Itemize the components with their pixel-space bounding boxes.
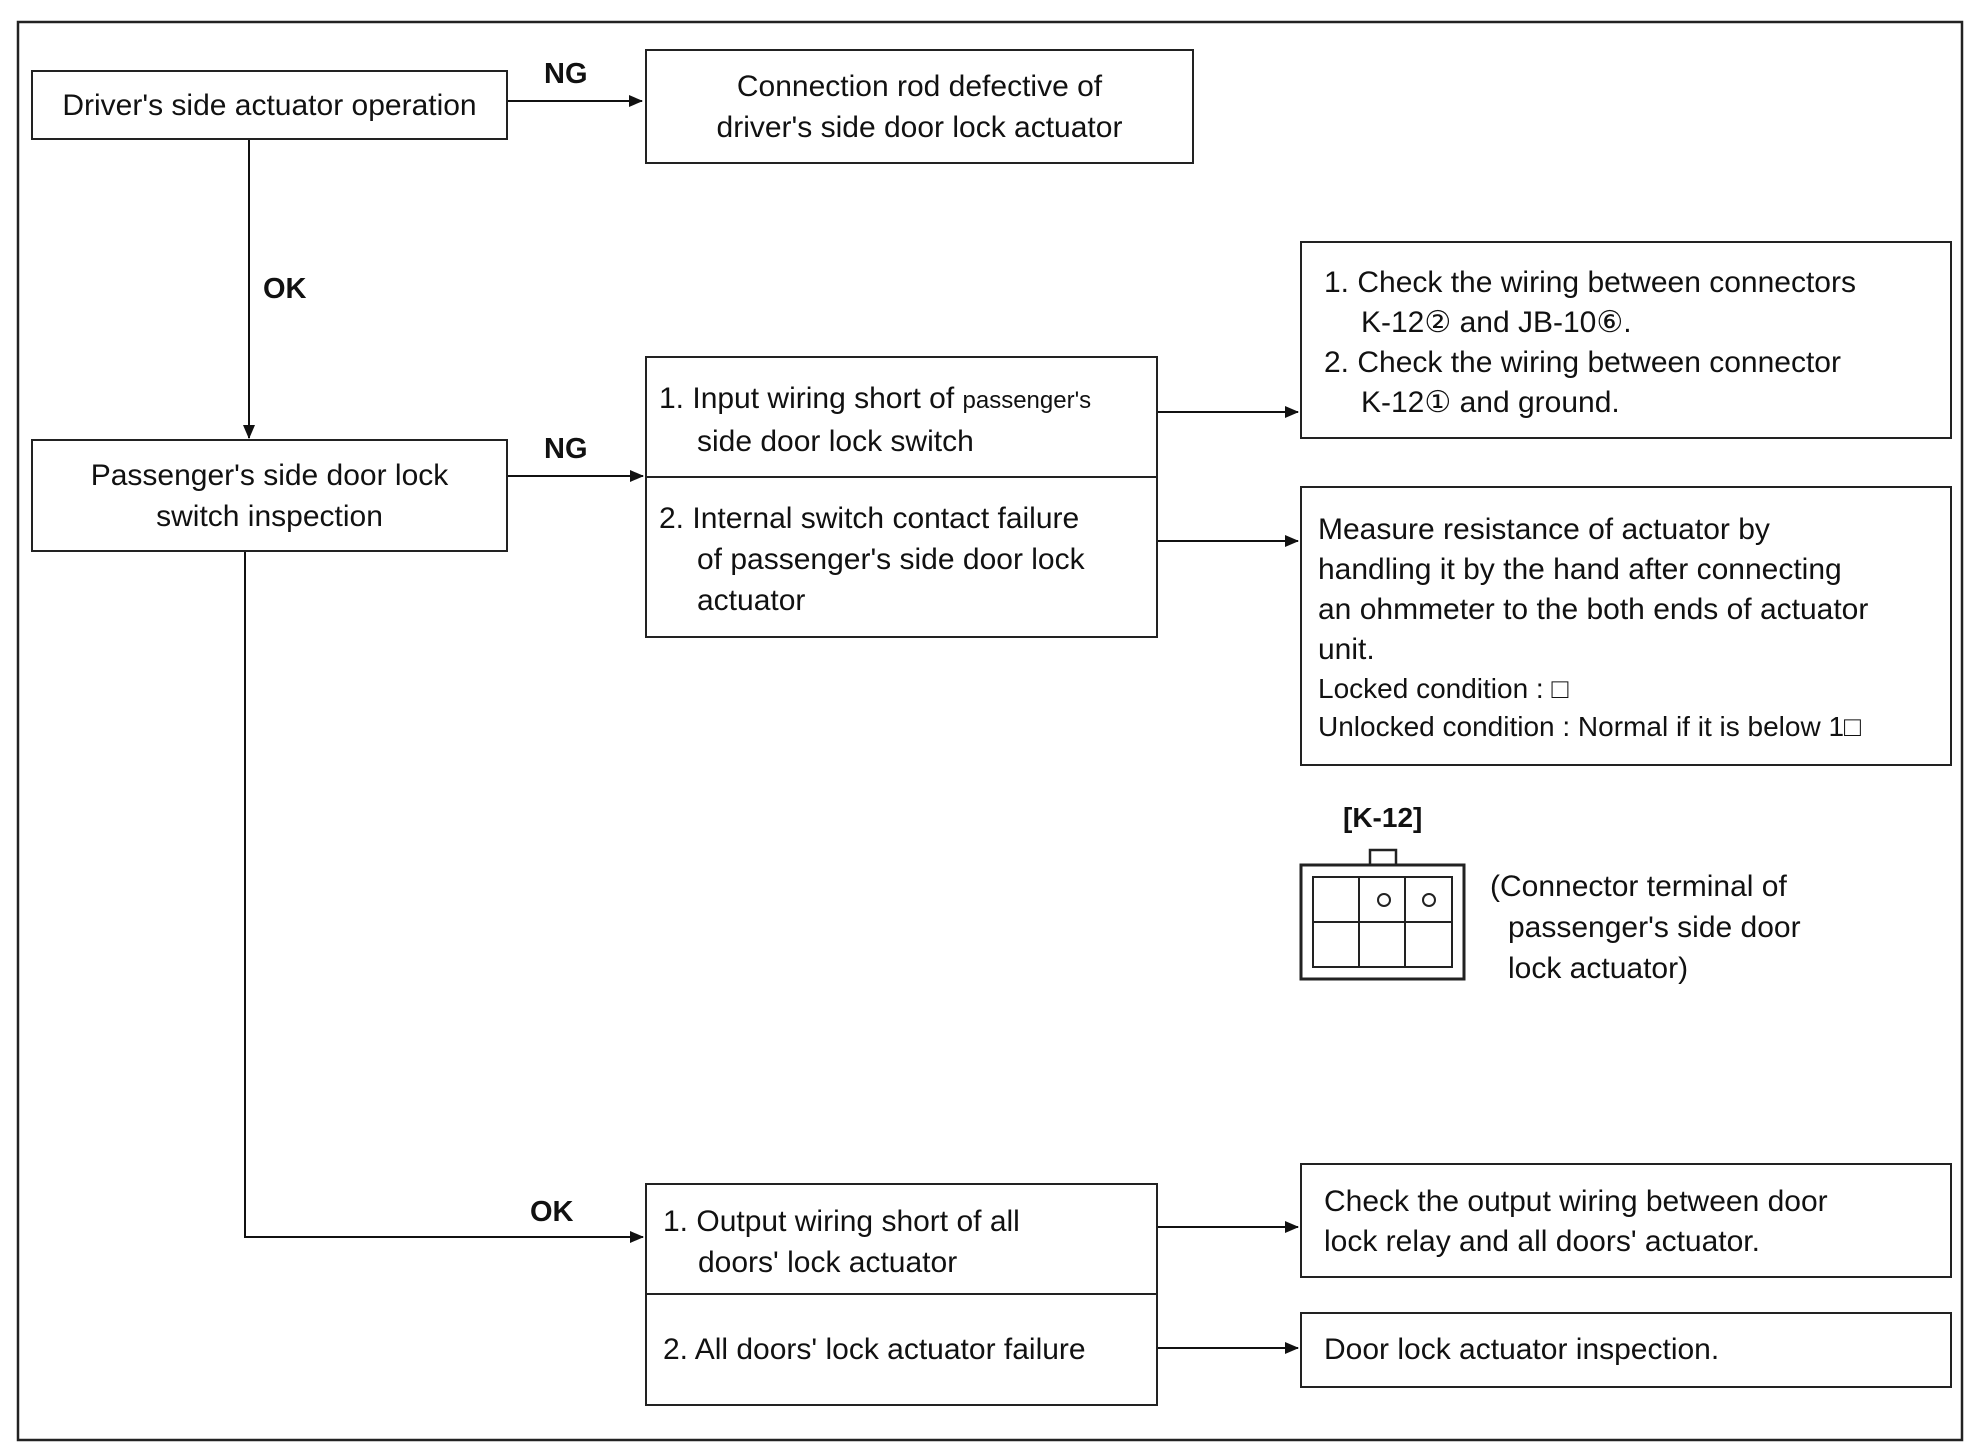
measure-line-3: an ohmmeter to the both ends of actuator: [1318, 593, 1869, 626]
input-short-line-2: side door lock switch: [697, 425, 974, 458]
cause-all-doors-actuator-failure: 2. All doors' lock actuator failure: [647, 1295, 1156, 1405]
internal-fail-line-2: of passenger's side door lock: [697, 543, 1085, 576]
cause-input-wiring-short: 1. Input wiring short of passenger's sid…: [647, 358, 1156, 478]
node-passenger-switch-inspection: Passenger's side door lock switch inspec…: [31, 439, 508, 552]
measure-line-4: unit.: [1318, 633, 1375, 666]
label-ok-2: OK: [530, 1196, 574, 1228]
node-door-lock-actuator-inspection: Door lock actuator inspection.: [1300, 1312, 1952, 1388]
check-output-line-2: lock relay and all doors' actuator.: [1324, 1225, 1760, 1258]
internal-fail-line-1: 2. Internal switch contact failure: [659, 502, 1080, 535]
measure-line-5: Locked condition : □: [1318, 673, 1569, 704]
connector-k12-diagram: [1299, 848, 1466, 981]
check-wiring-line-2: K-12② and JB-10⑥.: [1361, 306, 1632, 339]
check-wiring-line-1: 1. Check the wiring between connectors: [1324, 266, 1856, 299]
node-check-wiring: 1. Check the wiring between connectors K…: [1300, 241, 1952, 439]
check-output-line-1: Check the output wiring between door: [1324, 1185, 1828, 1218]
measure-line-6: Unlocked condition : Normal if it is bel…: [1318, 711, 1861, 742]
arrow-ok-2: [244, 551, 644, 1243]
rod-defect-line-1: Connection rod defective of: [736, 69, 1103, 103]
node-measure-resistance: Measure resistance of actuator by handli…: [1300, 486, 1952, 766]
pass-inspect-line-2: switch inspection: [156, 499, 383, 533]
output-short-line-2: doors' lock actuator: [698, 1246, 958, 1279]
node-ng-causes-group: 1. Input wiring short of passenger's sid…: [645, 356, 1158, 638]
label-ng-2: NG: [544, 433, 588, 465]
connector-caption-line-2: passenger's side door: [1508, 911, 1801, 944]
check-wiring-line-4: K-12① and ground.: [1361, 386, 1620, 419]
label-ok-1: OK: [263, 273, 307, 305]
connector-caption-line-3: lock actuator): [1508, 952, 1689, 985]
cause-internal-contact-failure: 2. Internal switch contact failure of pa…: [647, 478, 1156, 621]
connector-caption-line-1: (Connector terminal of: [1490, 870, 1787, 903]
outer-frame: [16, 20, 1964, 1442]
door-inspect-line: Door lock actuator inspection.: [1324, 1333, 1720, 1366]
measure-line-2: handling it by the hand after connecting: [1318, 553, 1842, 586]
check-wiring-line-3: 2. Check the wiring between connector: [1324, 346, 1841, 379]
label-ng-1: NG: [544, 58, 588, 90]
node-driver-actuator-operation-text: Driver's side actuator operation: [62, 88, 477, 122]
cause-output-wiring-short: 1. Output wiring short of all doors' loc…: [647, 1185, 1156, 1295]
connector-k12-caption: (Connector terminal of passenger's side …: [1490, 866, 1801, 989]
node-driver-actuator-operation: Driver's side actuator operation: [31, 70, 508, 140]
all-fail-line: 2. All doors' lock actuator failure: [663, 1333, 1086, 1366]
pass-inspect-line-1: Passenger's side door lock: [90, 458, 449, 492]
input-short-line-1: 1. Input wiring short of passenger's: [659, 382, 1092, 415]
connector-k12-title: [K-12]: [1343, 802, 1423, 833]
node-connection-rod-defective: Connection rod defective of driver's sid…: [645, 49, 1194, 164]
measure-line-1: Measure resistance of actuator by: [1318, 513, 1770, 546]
output-short-line-1: 1. Output wiring short of all: [663, 1205, 1020, 1238]
internal-fail-line-3: actuator: [697, 584, 806, 617]
rod-defect-line-2: driver's side door lock actuator: [716, 110, 1123, 144]
node-check-output-wiring: Check the output wiring between door loc…: [1300, 1163, 1952, 1278]
node-ok-causes-group: 1. Output wiring short of all doors' loc…: [645, 1183, 1158, 1406]
